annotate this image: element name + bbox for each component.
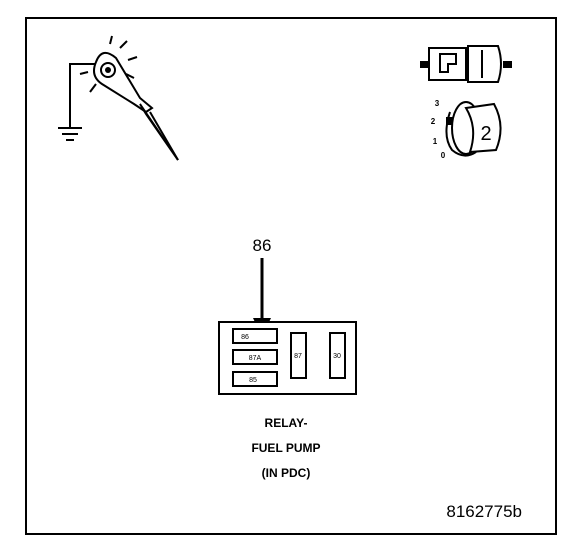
relay-pin-30 [329, 332, 346, 379]
arrow-label: 86 [253, 236, 272, 255]
ignition-position-3: 3 [435, 99, 440, 108]
caption-line-3: (IN PDC) [262, 466, 311, 480]
relay-pin-86 [232, 328, 278, 344]
relay-pin-87-label: 87 [294, 353, 302, 360]
relay-pin-30-label: 30 [333, 353, 341, 360]
test-light-icon [58, 35, 179, 161]
ignition-position-0: 0 [441, 151, 446, 160]
relay-pin-86-label: 86 [241, 334, 249, 341]
ignition-position-1: 1 [433, 137, 438, 146]
ignition-position-2: 2 [431, 117, 436, 126]
relay-pin-87 [290, 332, 307, 379]
figure-id: 8162775b [446, 502, 522, 521]
relay: 86 87A 85 87 30 [218, 321, 357, 395]
relay-pin-85-label: 85 [249, 377, 257, 384]
caption-line-1: RELAY- [265, 416, 308, 430]
ignition-key-number: 2 [480, 123, 491, 145]
relay-pin-85 [232, 371, 278, 387]
caption-line-2: FUEL PUMP [251, 441, 320, 455]
frame-border [25, 17, 557, 535]
ignition-switch-icon: 3 2 1 0 2 [431, 99, 502, 160]
relay-pin-87a-label: 87A [249, 355, 262, 362]
connector-icon [420, 45, 512, 83]
relay-pin-87a [232, 349, 278, 365]
